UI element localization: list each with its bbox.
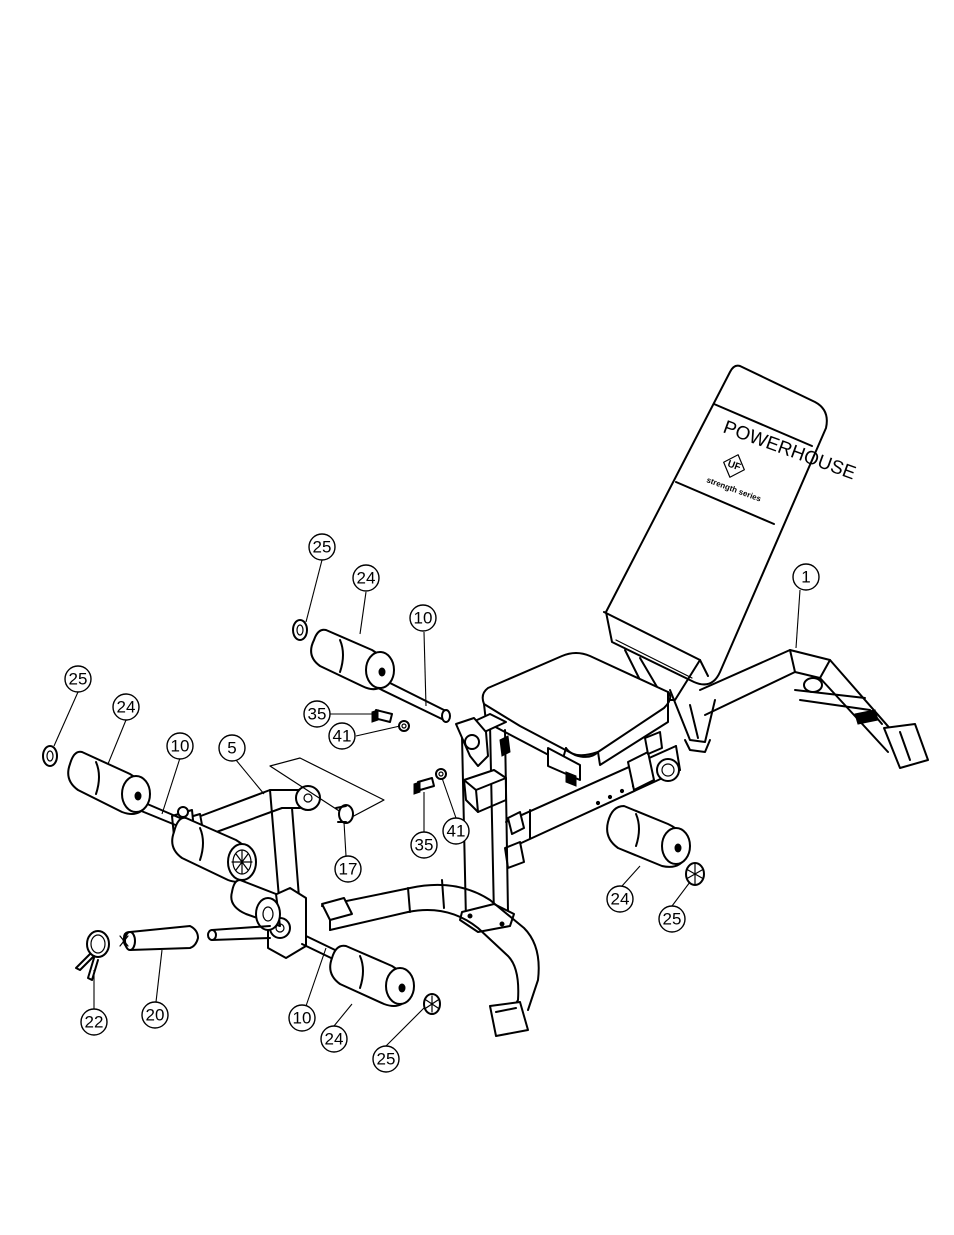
callout-25-upper: 25	[309, 534, 335, 560]
rear-frame	[700, 650, 928, 768]
svg-text:41: 41	[333, 727, 352, 746]
left-upper-roller	[43, 746, 180, 826]
callout-5: 5	[219, 735, 245, 761]
callout-41-lower: 41	[443, 818, 469, 844]
svg-text:10: 10	[414, 609, 433, 628]
callout-25-left: 25	[65, 666, 91, 692]
callout-1: 1	[793, 564, 819, 590]
callout-10-upper: 10	[410, 605, 436, 631]
middle-roller	[172, 818, 256, 882]
callout-20: 20	[142, 1002, 168, 1028]
callout-35-upper: 35	[304, 701, 330, 727]
svg-text:24: 24	[611, 890, 630, 909]
fasteners	[372, 710, 446, 794]
lower-shaft	[76, 926, 270, 980]
callout-35-lower: 35	[411, 832, 437, 858]
svg-text:10: 10	[171, 737, 190, 756]
svg-text:10: 10	[293, 1009, 312, 1028]
svg-text:25: 25	[663, 910, 682, 929]
callout-24-lower: 24	[321, 1026, 347, 1052]
callout-41-upper: 41	[329, 723, 355, 749]
callout-10-lower: 10	[289, 1005, 315, 1031]
svg-text:35: 35	[308, 705, 327, 724]
svg-text:25: 25	[313, 538, 332, 557]
svg-text:24: 24	[357, 569, 376, 588]
lower-inner-roller	[231, 880, 280, 930]
svg-text:1: 1	[801, 568, 810, 587]
svg-text:24: 24	[325, 1030, 344, 1049]
lower-outer-roller	[302, 936, 440, 1014]
callout-25-right: 25	[659, 906, 685, 932]
svg-text:17: 17	[339, 860, 358, 879]
callout-22: 22	[81, 1009, 107, 1035]
svg-text:24: 24	[117, 698, 136, 717]
right-roller	[607, 806, 704, 885]
svg-text:20: 20	[146, 1006, 165, 1025]
svg-text:41: 41	[447, 822, 466, 841]
upper-roller-assembly	[293, 620, 488, 766]
callout-24-left: 24	[113, 694, 139, 720]
svg-text:25: 25	[377, 1050, 396, 1069]
callout-25-lower: 25	[373, 1046, 399, 1072]
callout-10-left: 10	[167, 733, 193, 759]
svg-text:35: 35	[415, 836, 434, 855]
svg-text:5: 5	[227, 739, 236, 758]
svg-text:25: 25	[69, 670, 88, 689]
callout-24-right: 24	[607, 886, 633, 912]
callout-17: 17	[335, 856, 361, 882]
svg-text:22: 22	[85, 1013, 104, 1032]
callout-24-upper: 24	[353, 565, 379, 591]
